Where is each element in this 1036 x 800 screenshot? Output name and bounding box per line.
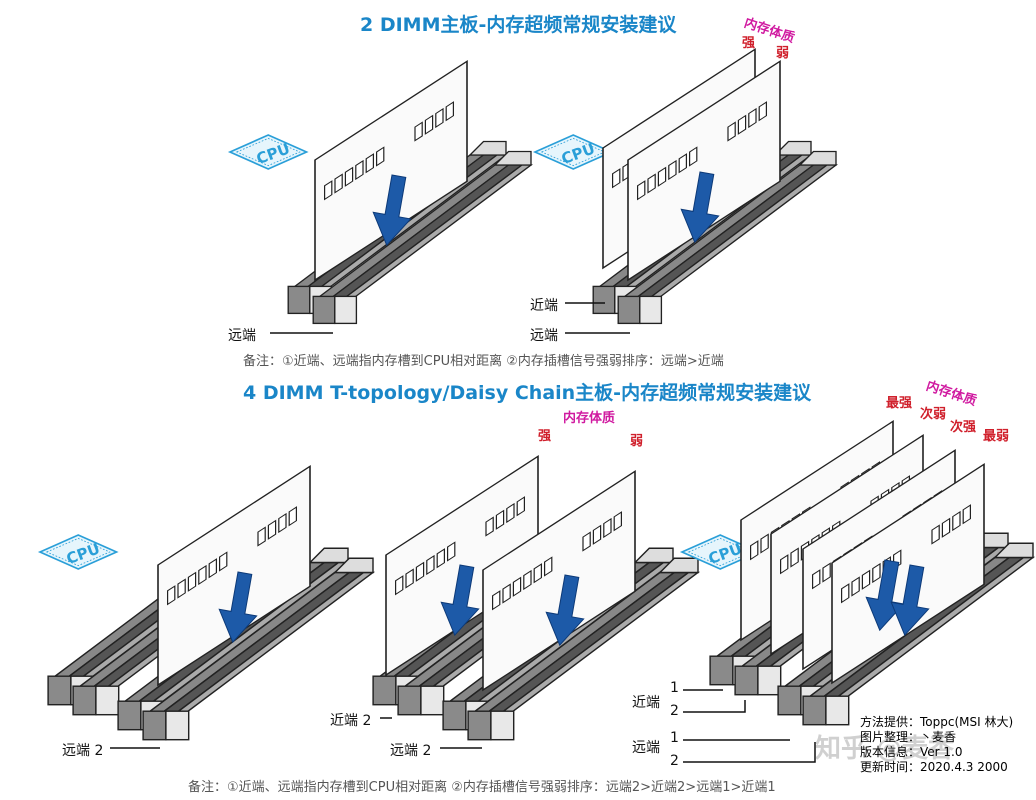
panel-4dimm-single: CPU [39, 466, 374, 741]
quality-second-weak-p5: 次弱 [920, 407, 947, 422]
label-far2-p4: 远端 2 [390, 743, 432, 759]
quality-strongest-p5: 最强 [886, 396, 913, 411]
label-far-p2: 远端 [530, 328, 558, 344]
quality-weak-p2: 弱 [776, 46, 790, 61]
label-1a-p5: 1 [670, 680, 679, 696]
credit-version: 版本信息：Ver 1.0 [860, 745, 963, 759]
credit-method: 方法提供：Toppc(MSI 林大) [860, 715, 1014, 729]
title-2dimm: 2 DIMM主板-内存超频常规安装建议 [360, 14, 677, 36]
credit-image: 图片整理：丶麦香 [860, 730, 957, 744]
leader-lines [110, 302, 816, 763]
label-far-p5: 远端 [632, 740, 660, 756]
label-near2-p4: 近端 2 [330, 713, 372, 729]
quality-weakest-p5: 最弱 [983, 429, 1010, 444]
label-far-p1: 远端 [228, 328, 256, 344]
panel-2dimm-dual: CPU [534, 49, 837, 325]
panel-2dimm-single: CPU [229, 61, 532, 325]
credit-updated: 更新时间：2020.4.3 2000 [860, 760, 1008, 774]
label-near-p2: 近端 [530, 298, 558, 314]
quality-second-strong-p5: 次强 [950, 420, 977, 435]
title-4dimm: 4 DIMM T-topology/Daisy Chain主板-内存超频常规安装… [243, 382, 812, 404]
watermark: 知乎 @麦香 [815, 734, 955, 764]
note-4dimm: 备注：①近端、远端指内存槽到CPU相对距离 ②内存插槽信号强弱排序：远端2>近端… [188, 780, 776, 795]
note-2dimm: 备注：①近端、远端指内存槽到CPU相对距离 ②内存插槽信号强弱排序：远端>近端 [243, 354, 724, 369]
label-2b-p5: 2 [670, 753, 679, 769]
label-near-p5: 近端 [632, 695, 660, 711]
label-2a-p5: 2 [670, 703, 679, 719]
quality-weak-p4: 弱 [630, 434, 644, 449]
quality-header-p4: 内存体质 [563, 411, 616, 426]
quality-strong-p4: 强 [538, 429, 552, 444]
panel-4dimm-quad: CPU [681, 421, 1034, 726]
label-1b-p5: 1 [670, 730, 679, 746]
credits-block: 方法提供：Toppc(MSI 林大) 图片整理：丶麦香 版本信息：Ver 1.0… [860, 715, 1013, 775]
quality-strong-p2: 强 [742, 36, 756, 51]
label-far2-p3: 远端 2 [62, 743, 104, 759]
